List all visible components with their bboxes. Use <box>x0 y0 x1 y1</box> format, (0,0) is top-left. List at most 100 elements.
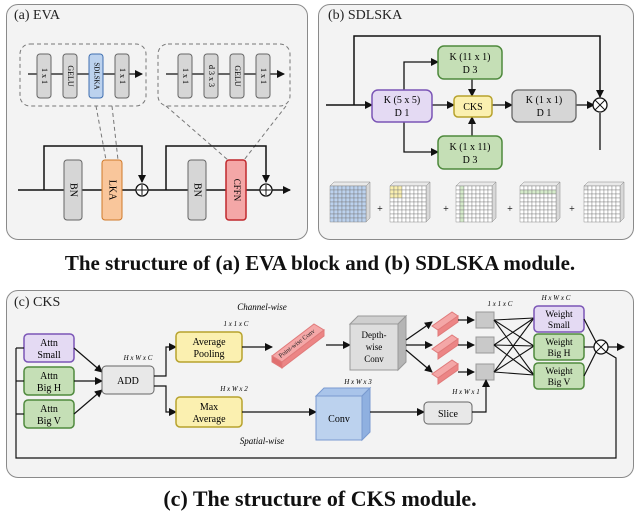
attn-bigh-label-1: Attn <box>40 371 58 382</box>
lka-block <box>101 159 123 221</box>
depthwise-label-1: Depth- <box>362 330 387 340</box>
lka-conv2-label: 1 x 1 <box>118 68 127 84</box>
max-average-label-2: Average <box>192 414 226 425</box>
conv-cube <box>314 386 372 442</box>
plus-1: + <box>377 204 383 215</box>
k-bottom-label-1: K (1 x 11) <box>449 142 490 153</box>
k-right-block <box>511 89 577 123</box>
hw3-label: H x W x 3 <box>343 378 372 386</box>
weight-bigv-label-2: Big V <box>548 378 571 388</box>
k-main-label-1: K (5 x 5) <box>384 95 420 106</box>
k-right-label-1: K (1 x 1) <box>526 95 562 106</box>
max-average-label-1: Max <box>200 402 218 413</box>
add-circle-2 <box>259 183 273 197</box>
weight-small-label-2: Small <box>548 321 571 331</box>
k-top-block <box>437 45 503 80</box>
add-block <box>101 365 155 395</box>
c11-pool-label: 1 x 1 x C <box>224 320 249 328</box>
cffn-dconv-block <box>203 53 219 99</box>
panel-cks-title: (c) CKS <box>14 295 61 310</box>
hw2-label: H x W x 2 <box>219 385 248 393</box>
branch-vector-3 <box>475 363 495 381</box>
depthwise-conv-cube <box>348 314 408 372</box>
lka-gelu-block <box>62 53 78 99</box>
k-top-label-1: K (11 x 1) <box>449 52 490 63</box>
avg-pooling-label-1: Average <box>192 337 226 348</box>
attn-small-label-1: Attn <box>40 338 58 349</box>
slice-block <box>423 401 473 425</box>
channel-wise-label: Channel-wise <box>237 302 287 312</box>
kernel-grid-3 <box>455 181 497 223</box>
cffn-conv2-label: 1 x 1 <box>259 68 268 84</box>
lka-conv1-block <box>36 53 52 99</box>
weight-small-label-1: Weight <box>545 310 573 320</box>
hwc-add-label: H x W x C <box>123 354 153 362</box>
conv-label: Conv <box>328 414 350 425</box>
avg-pooling-label-2: Pooling <box>193 349 224 360</box>
panel-sdlska-title: (b) SDLSKA <box>328 8 403 23</box>
depthwise-label-2: wise <box>366 342 383 352</box>
panel-eva <box>6 4 308 240</box>
cffn-conv2-block <box>255 53 271 99</box>
add-circle-1 <box>135 183 149 197</box>
k-bottom-block <box>437 135 503 170</box>
cffn-dconv-label: d 3 x 3 <box>207 65 216 87</box>
branch-conv-slab-1 <box>431 311 459 337</box>
weight-bigh-label-2: Big H <box>548 349 571 359</box>
plus-2: + <box>443 204 449 215</box>
weight-bigv-label-1: Weight <box>545 367 573 377</box>
cffn-detail-group <box>157 43 291 107</box>
k-main-block <box>371 89 433 123</box>
lka-label: LKA <box>107 180 118 201</box>
kernel-grid-5 <box>583 181 625 223</box>
attn-bigh-label-2: Big H <box>37 383 61 394</box>
depthwise-label-3: Conv <box>364 354 384 364</box>
branch-conv-slab-3 <box>431 359 459 385</box>
attn-small-label-2: Small <box>37 350 61 361</box>
cffn-conv1-block <box>177 53 193 99</box>
lka-conv1-label: 1 x 1 <box>40 68 49 84</box>
k-bottom-label-2: D 3 <box>463 155 478 166</box>
plus-4: + <box>569 204 575 215</box>
cffn-label: CFFN <box>232 179 242 202</box>
fan-lines <box>493 317 535 376</box>
add-label: ADD <box>117 376 139 387</box>
spatial-wise-label: Spatial-wise <box>240 436 285 446</box>
caption-eva-sdlska: The structure of (a) EVA block and (b) S… <box>64 251 576 275</box>
multiply-circle-b <box>592 97 608 113</box>
kernel-grid-2 <box>389 181 431 223</box>
slice-label: Slice <box>438 409 459 420</box>
caption-cks: (c) The structure of CKS module. <box>163 486 477 511</box>
cffn-block <box>225 159 247 221</box>
branch-vector-1 <box>475 311 495 329</box>
hw1-label: H x W x 1 <box>451 388 480 396</box>
weight-bigh-label-1: Weight <box>545 338 573 348</box>
k-top-label-2: D 3 <box>463 65 478 76</box>
lka-detail-group <box>19 43 147 107</box>
cks-label: CKS <box>463 102 482 113</box>
multiply-circle-c <box>593 339 609 355</box>
attn-bigv-label-2: Big V <box>37 416 62 427</box>
lka-conv2-block <box>114 53 130 99</box>
cffn-conv1-label: 1 x 1 <box>181 68 190 84</box>
cffn-gelu-block <box>229 53 245 99</box>
panel-eva-title: (a) EVA <box>14 8 61 23</box>
kernel-grid-1 <box>329 181 371 223</box>
k-main-label-2: D 1 <box>395 108 410 119</box>
c11-branch-label: 1 x 1 x C <box>488 300 513 308</box>
bn-block-2 <box>187 159 207 221</box>
hwc-weight-label: H x W x C <box>541 294 571 302</box>
kernel-grids <box>329 181 625 223</box>
pointwise-conv-slab <box>271 323 325 370</box>
cks-block <box>453 95 493 118</box>
k-right-label-2: D 1 <box>537 108 552 119</box>
bn-label-1: BN <box>68 183 79 197</box>
bn-label-2: BN <box>192 183 203 197</box>
attn-bigv-label-1: Attn <box>40 404 58 415</box>
lka-sdlska-label: SDLSKA <box>92 62 100 89</box>
bn-block-1 <box>63 159 83 221</box>
lka-gelu-label: GELU <box>66 65 75 87</box>
lka-sdlska-block <box>88 53 104 99</box>
branch-conv-slab-2 <box>431 334 459 360</box>
